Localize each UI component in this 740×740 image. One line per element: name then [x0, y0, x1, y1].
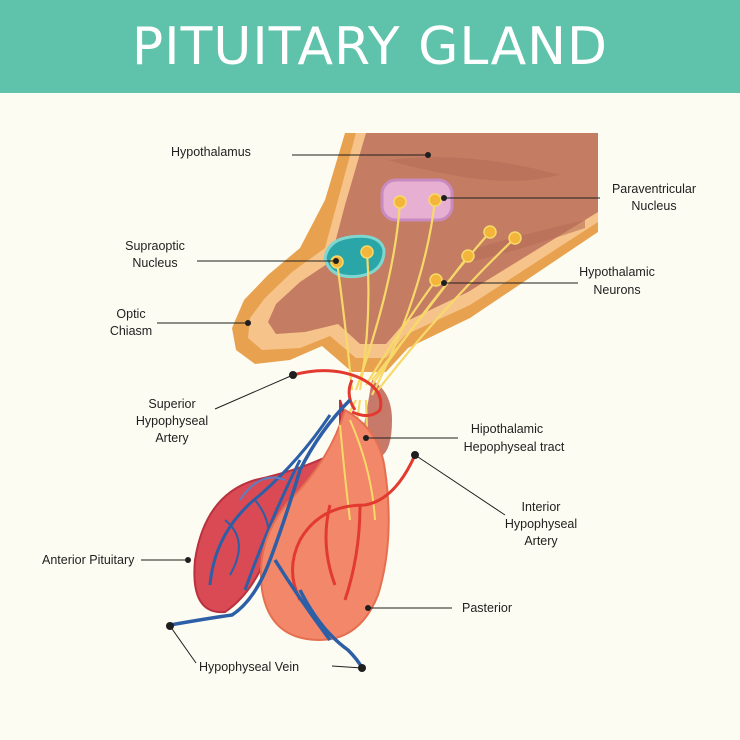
label-hypophyseal-vein: Hypophyseal Vein: [199, 660, 299, 674]
title-banner: PITUITARY GLAND: [0, 0, 740, 93]
label-interior-artery-2: Hypophyseal: [505, 517, 577, 531]
label-paraventricular-2: Nucleus: [631, 199, 676, 213]
label-superior-artery-3: Artery: [155, 431, 189, 445]
label-optic-chiasm: Optic: [116, 307, 145, 321]
label-hypothalamus: Hypothalamus: [171, 145, 251, 159]
label-posterior: Pasterior: [462, 601, 512, 615]
label-anterior-pituitary: Anterior Pituitary: [42, 553, 135, 567]
label-tract: Hipothalamic: [471, 422, 543, 436]
label-superior-artery-2: Hypophyseal: [136, 414, 208, 428]
label-paraventricular: Paraventricular: [612, 182, 696, 196]
label-supraoptic: Supraoptic: [125, 239, 185, 253]
label-interior-artery: Interior: [522, 500, 561, 514]
label-supraoptic-2: Nucleus: [132, 256, 177, 270]
label-hypothalamic-neurons-2: Neurons: [593, 283, 640, 297]
veins: [169, 398, 364, 669]
label-tract-2: Hepophyseal tract: [464, 440, 565, 454]
label-interior-artery-3: Artery: [524, 534, 558, 548]
label-superior-artery: Superior: [148, 397, 195, 411]
neuron-bodies: [330, 193, 522, 287]
page-title: PITUITARY GLAND: [131, 16, 609, 77]
label-hypothalamic-neurons: Hypothalamic: [579, 265, 655, 279]
leader-lines: [141, 152, 600, 669]
arteries: [291, 369, 417, 601]
label-optic-chiasm-2: Chiasm: [110, 324, 152, 338]
